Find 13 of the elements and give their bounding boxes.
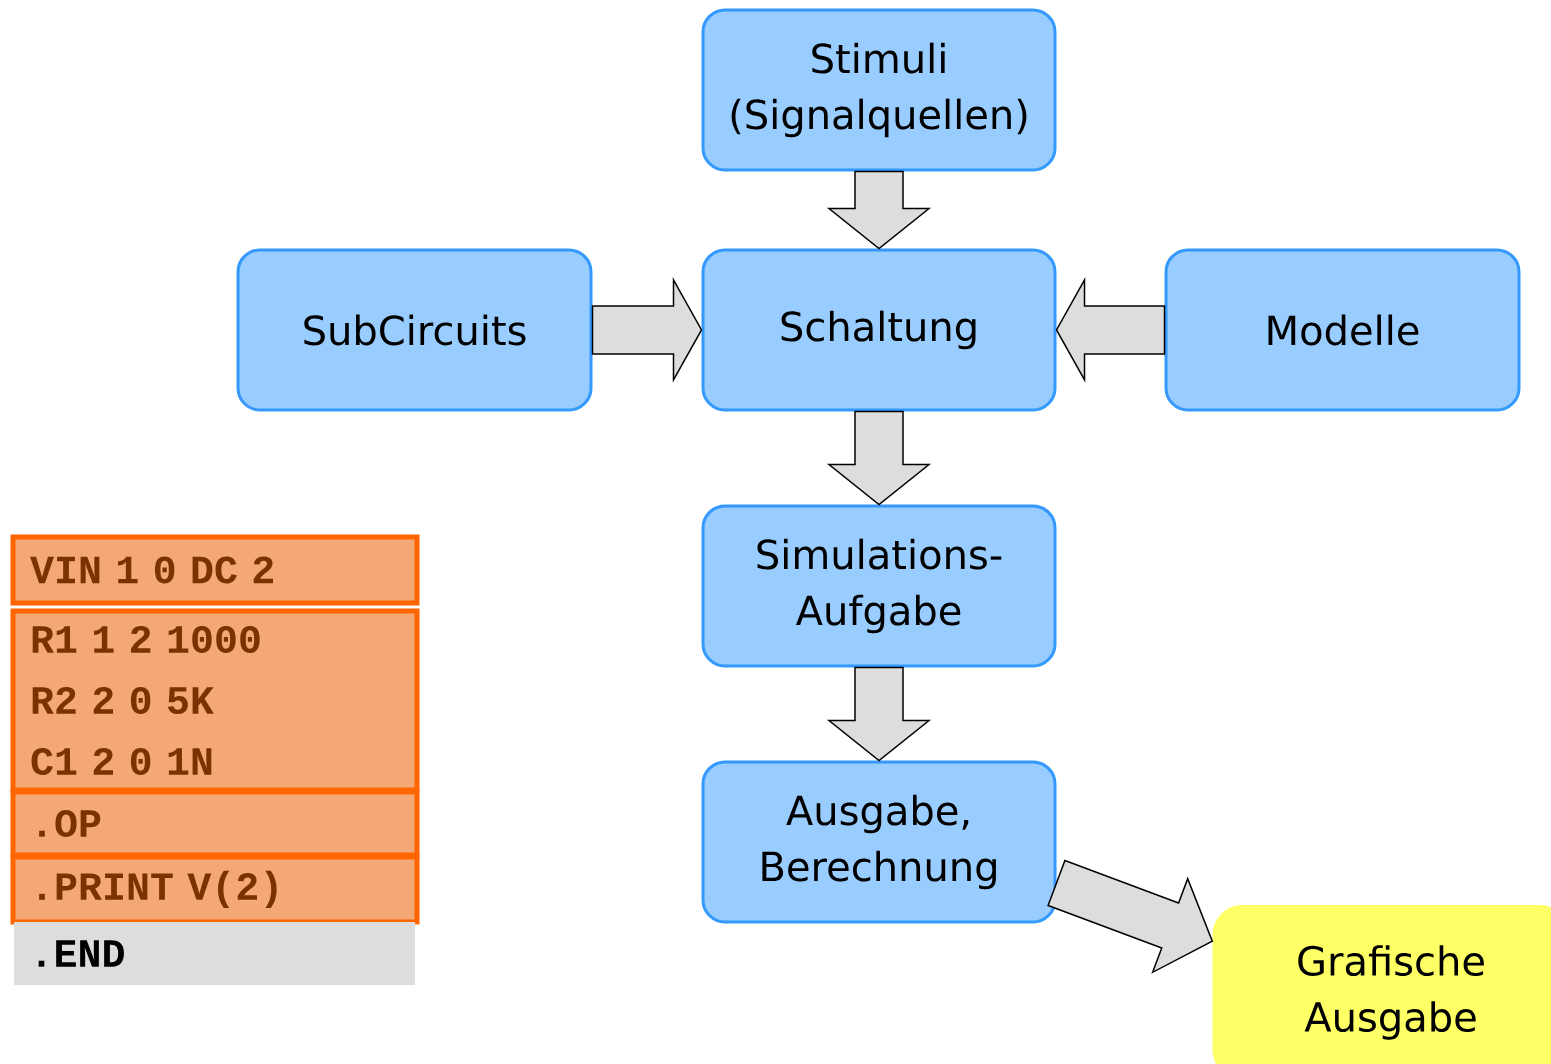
process-box: Schaltung [701,248,1057,412]
process-box: Simulations-Aufgabe [701,504,1057,668]
block-arrow [1055,277,1166,383]
block-arrow [826,170,932,250]
block-arrow [826,410,932,506]
process-box: SubCircuits [236,248,593,412]
block-arrow [1047,859,1214,974]
block-arrow [591,277,703,383]
process-box: Ausgabe, Berechnung [701,760,1057,924]
block-arrow [826,666,932,762]
output-box: Grafische Ausgabe [1212,905,1551,1064]
process-box: Stimuli (Signalquellen) [701,8,1057,172]
process-box: Modelle [1164,248,1521,412]
